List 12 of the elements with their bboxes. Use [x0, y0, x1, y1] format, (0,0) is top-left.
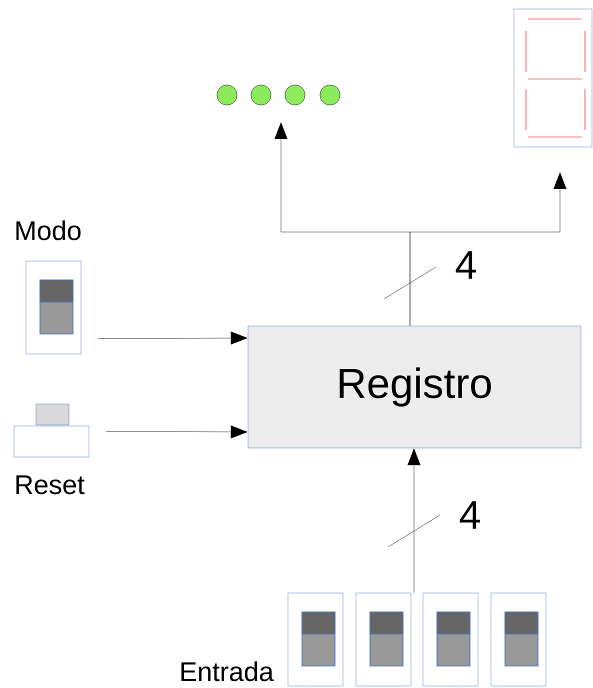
edge-label: 4 [456, 251, 476, 279]
arrow [410, 172, 566, 326]
switch-label: Entrada [181, 661, 274, 682]
arrow [98, 332, 248, 345]
arrow [408, 448, 420, 593]
button-label: Reset [16, 475, 85, 494]
seven-segment-display-drawing [514, 8, 592, 148]
led-drawing [216, 84, 340, 106]
switch-label: Modo [16, 220, 81, 240]
edge-label: 4 [460, 501, 480, 529]
arrow [106, 425, 248, 438]
register-box: Registro [248, 326, 582, 448]
